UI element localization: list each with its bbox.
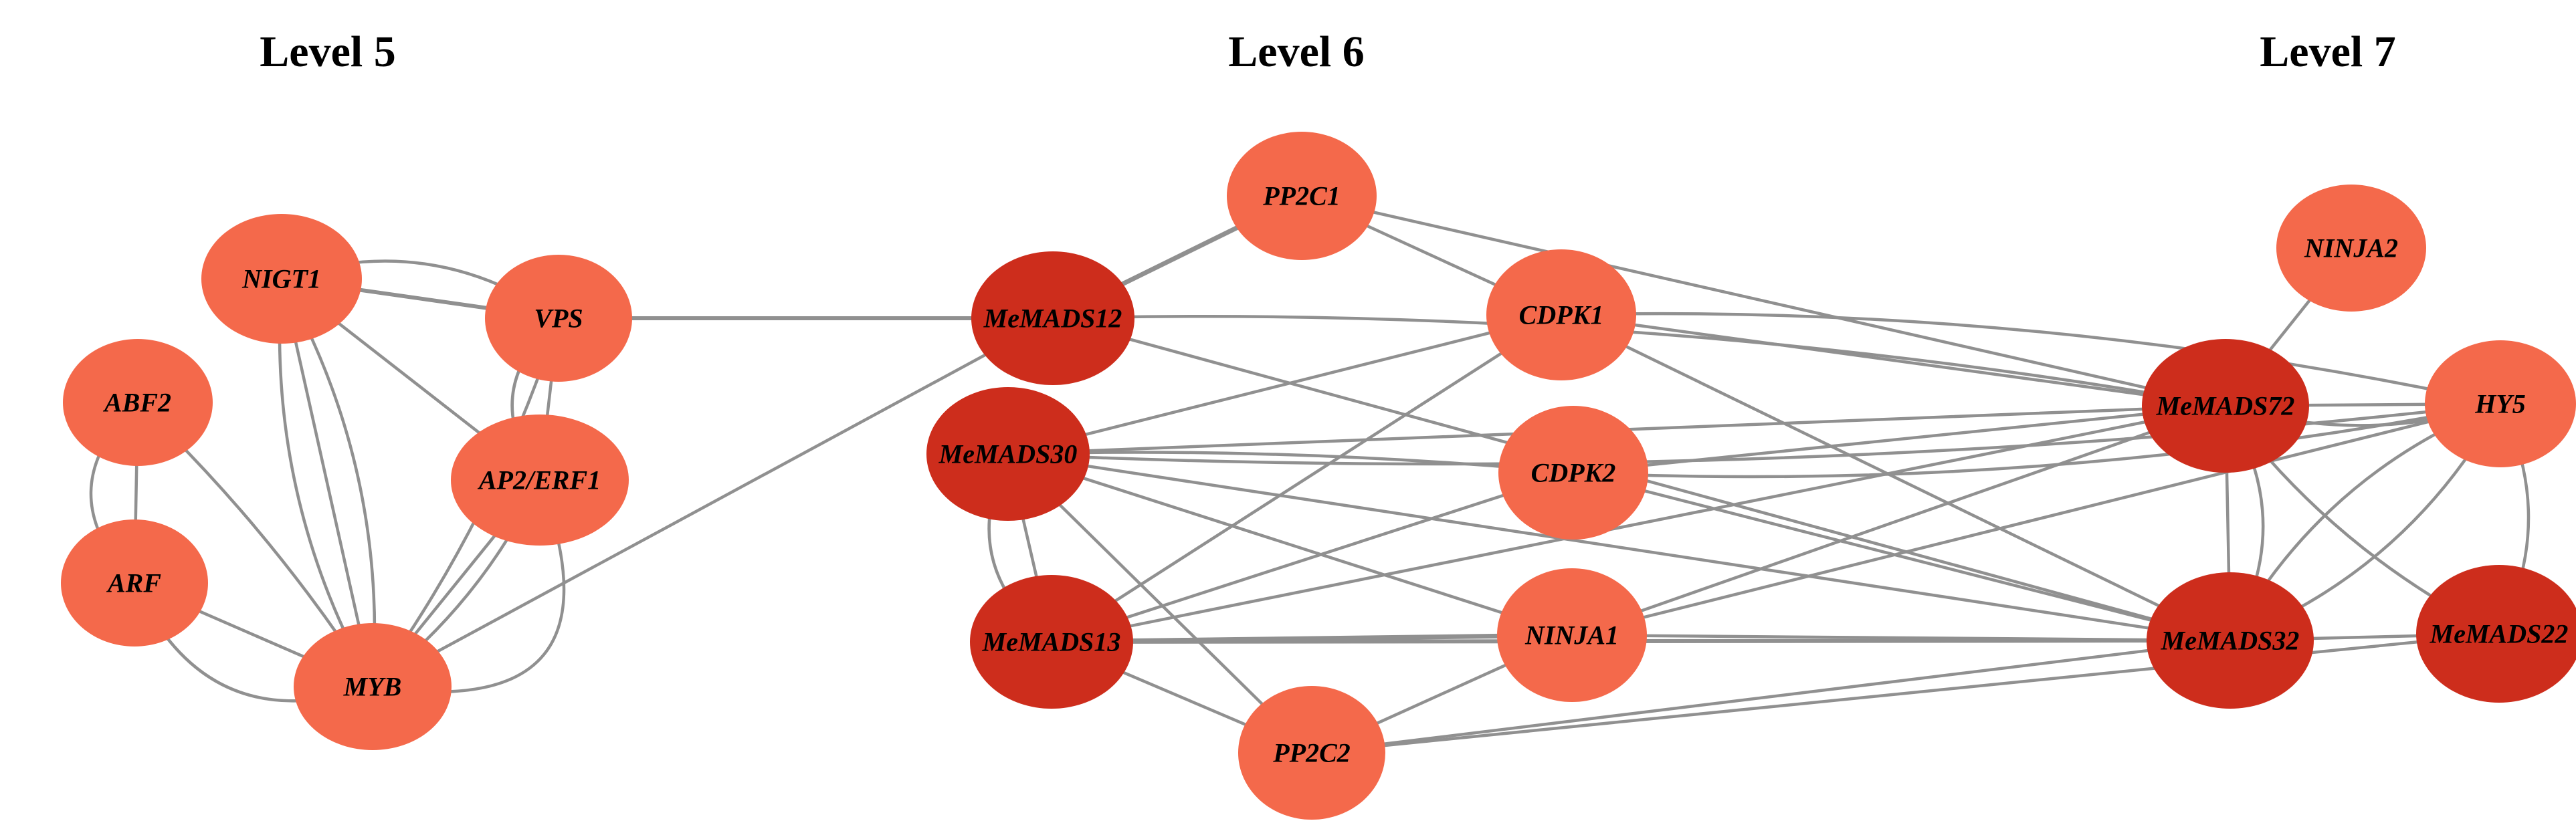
edge-MeMADS30-MeMADS32 — [1006, 452, 2232, 642]
node-ellipse-ARF[interactable] — [61, 519, 208, 646]
edge-CDPK2-MeMADS72 — [1571, 404, 2227, 475]
node-MeMADS13: MeMADS13 — [970, 575, 1133, 709]
edge-MeMADS30-NINJA1 — [1006, 452, 1574, 637]
edge-MeMADS13-CDPK2 — [1050, 471, 1575, 644]
node-ellipse-NINJA2[interactable] — [2276, 185, 2426, 312]
node-ellipse-NINJA1[interactable] — [1497, 568, 1647, 702]
node-VPS: VPS — [485, 255, 632, 382]
node-CDPK2: CDPK2 — [1498, 406, 1648, 540]
level-5-title: Level 5 — [260, 27, 396, 76]
edge-CDPK1-MeMADS72 — [1559, 313, 2227, 408]
edge-MeMADS13-CDPK1 — [1050, 313, 1563, 644]
node-MeMADS30: MeMADS30 — [926, 387, 1090, 521]
node-MYB: MYB — [294, 623, 452, 750]
edge-MeMADS12-MeMADS72 — [1051, 314, 2227, 408]
node-ellipse-CDPK2[interactable] — [1498, 406, 1648, 540]
node-ellipse-PP2C2[interactable] — [1238, 686, 1385, 820]
edge-NINJA1-MeMADS72 — [1570, 404, 2227, 637]
node-ellipse-AP2/ERF1[interactable] — [451, 415, 629, 546]
edge-MeMADS13-MeMADS72 — [1050, 404, 2227, 644]
node-NINJA2: NINJA2 — [2276, 185, 2426, 312]
node-MeMADS32: MeMADS32 — [2147, 572, 2314, 709]
node-ABF2: ABF2 — [63, 339, 213, 466]
edge-CDPK2-HY5 — [1571, 402, 2502, 479]
edge-MeMADS30-CDPK1 — [1006, 313, 1563, 456]
node-MeMADS72: MeMADS72 — [2142, 339, 2309, 473]
node-ellipse-MeMADS22[interactable] — [2416, 565, 2576, 703]
node-ellipse-MYB[interactable] — [294, 623, 452, 750]
node-ellipse-MeMADS72[interactable] — [2142, 339, 2309, 473]
edge-NINJA1-HY5 — [1570, 402, 2502, 637]
edge-NINJA1-MeMADS32 — [1570, 633, 2232, 642]
edge-PP2C2-MeMADS22 — [1310, 632, 2501, 755]
node-MeMADS12: MeMADS12 — [971, 251, 1134, 385]
node-CDPK1: CDPK1 — [1486, 249, 1636, 380]
edge-CDPK1-HY5 — [1559, 312, 2502, 406]
node-PP2C2: PP2C2 — [1238, 686, 1385, 820]
node-AP2/ERF1: AP2/ERF1 — [451, 415, 629, 546]
node-ARF: ARF — [61, 519, 208, 646]
node-ellipse-ABF2[interactable] — [63, 339, 213, 466]
node-NINJA1: NINJA1 — [1497, 568, 1647, 702]
edge-MeMADS30-CDPK2 — [1006, 451, 1575, 475]
node-PP2C1: PP2C1 — [1227, 132, 1377, 260]
node-MeMADS22: MeMADS22 — [2416, 565, 2576, 703]
edge-PP2C2-MeMADS32 — [1310, 638, 2232, 755]
node-ellipse-MeMADS30[interactable] — [926, 387, 1090, 521]
edge-MYB-MeMADS12 — [371, 316, 1055, 689]
node-ellipse-CDPK1[interactable] — [1486, 249, 1636, 380]
node-ellipse-VPS[interactable] — [485, 255, 632, 382]
level-7-title: Level 7 — [2260, 27, 2396, 76]
node-ellipse-NIGT1[interactable] — [201, 214, 362, 344]
node-NIGT1: NIGT1 — [201, 214, 362, 344]
node-ellipse-MeMADS12[interactable] — [971, 251, 1134, 385]
node-ellipse-MeMADS32[interactable] — [2147, 572, 2314, 709]
edge-PP2C1-MeMADS72 — [1300, 194, 2227, 408]
edge-CDPK2-MeMADS32 — [1571, 471, 2232, 642]
node-ellipse-HY5[interactable] — [2425, 340, 2576, 467]
node-HY5: HY5 — [2425, 340, 2576, 467]
level-6-title: Level 6 — [1228, 27, 1365, 76]
node-ellipse-MeMADS13[interactable] — [970, 575, 1133, 709]
edge-CDPK1-MeMADS32 — [1559, 313, 2232, 642]
node-ellipse-PP2C1[interactable] — [1227, 132, 1377, 260]
edge-NIGT1-MYB — [280, 277, 375, 689]
